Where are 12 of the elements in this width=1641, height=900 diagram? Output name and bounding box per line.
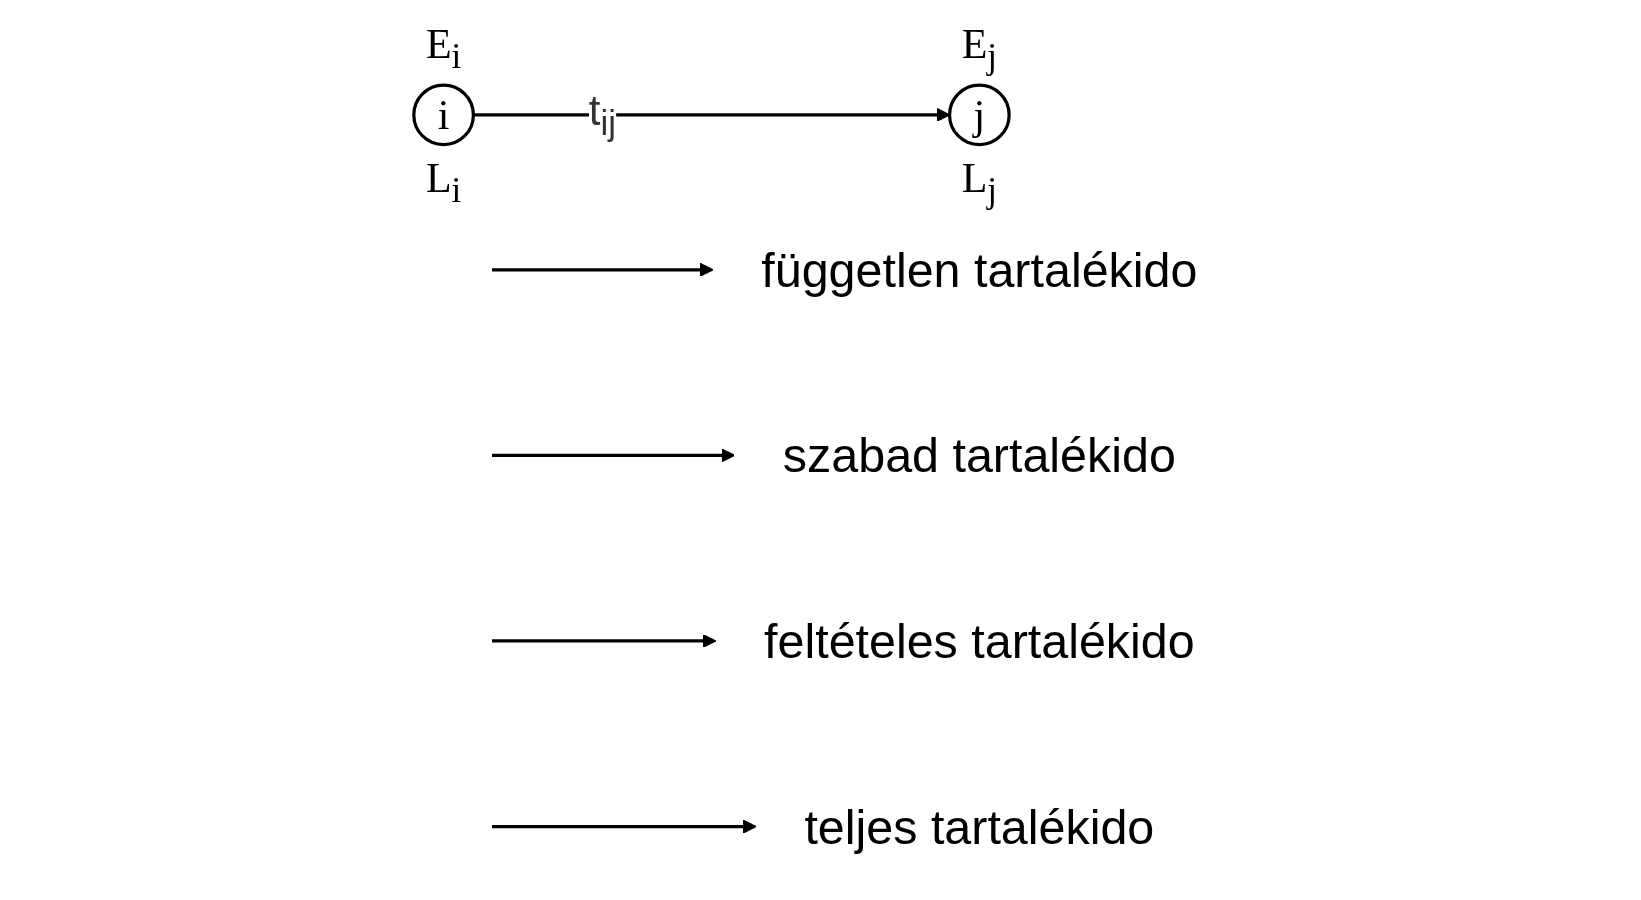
node-label: E$_{j}$ [961, 20, 998, 77]
text-label: teljes tartalékido [804, 799, 1155, 854]
text-label: feltételes tartalékido [764, 614, 1195, 668]
arrow [492, 448, 736, 463]
arrow [492, 819, 757, 834]
node-label: E$_{i}$ [425, 20, 462, 77]
text-label: szabad tartalékido [782, 428, 1176, 482]
node-label: L$_{i}$ [425, 154, 462, 210]
text-label: független tartalékido [761, 243, 1198, 297]
arrow [492, 633, 717, 649]
arrow [492, 262, 714, 277]
node-label: L$_{j}$ [961, 154, 998, 210]
